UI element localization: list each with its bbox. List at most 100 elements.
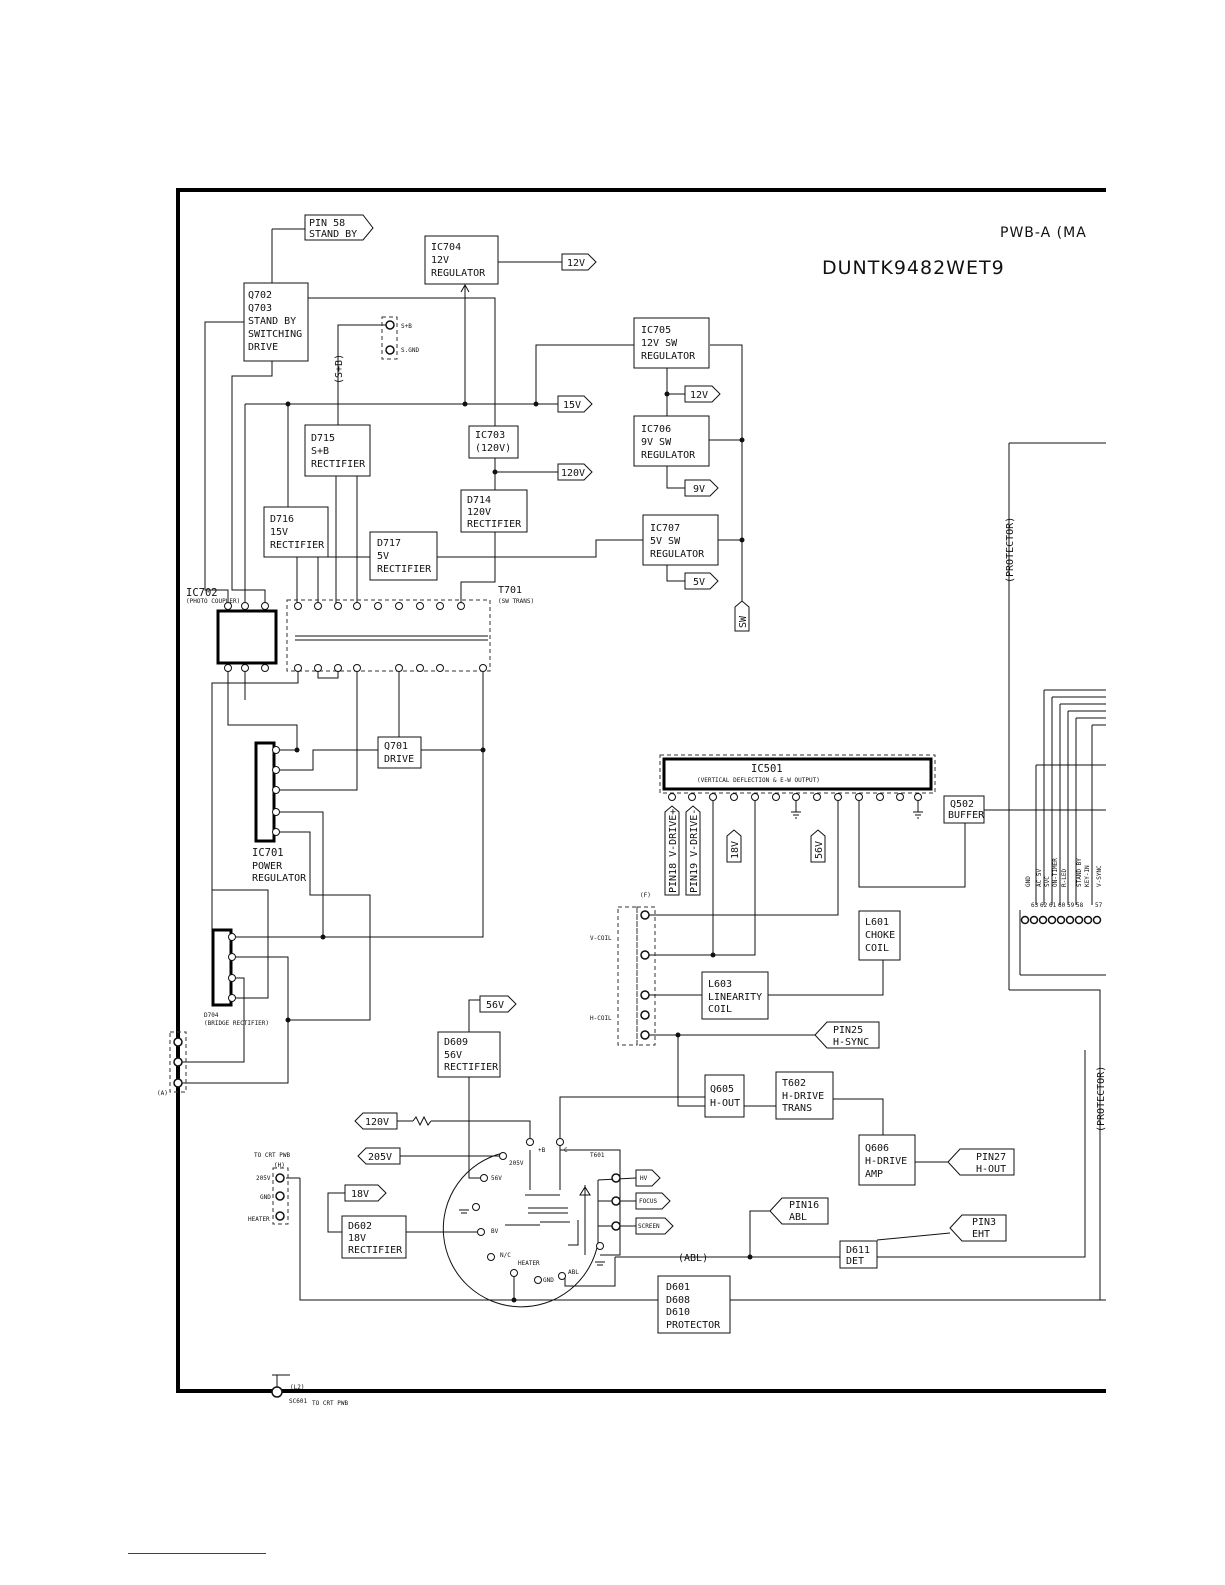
conn-h-outline [272, 1167, 289, 1225]
svg-text:REGULATOR: REGULATOR [252, 873, 307, 884]
svg-text:60: 60 [1058, 902, 1066, 909]
svg-text:12V: 12V [567, 258, 585, 269]
block-q606: Q606 H-DRIVE AMP [858, 1134, 916, 1186]
junction-dots [285, 391, 753, 1303]
svg-text:ABL: ABL [568, 1269, 579, 1276]
block-d717: D717 5V RECTIFIER [369, 531, 438, 581]
svg-text:DET: DET [846, 1256, 864, 1267]
svg-text:REGULATOR: REGULATOR [650, 549, 705, 560]
svg-text:REGULATOR: REGULATOR [641, 351, 696, 362]
block-d716: D716 15V RECTIFIER [263, 506, 329, 558]
block-ic701: IC701 POWER REGULATOR [252, 741, 307, 884]
terminals [173, 320, 1102, 1398]
svg-text:PIN25: PIN25 [833, 1025, 863, 1036]
conn-h-label: (H) [274, 1162, 285, 1169]
svg-text:D610: D610 [666, 1307, 690, 1318]
gnd-pin-label: GND [260, 1194, 271, 1201]
block-t602: T602 H-DRIVE TRANS [775, 1071, 834, 1120]
conn-f-label: (F) [640, 892, 651, 899]
svg-text:12V SW: 12V SW [641, 338, 678, 349]
flag-pin19: PIN19 V-DRIVE- [685, 805, 701, 896]
svg-text:(BRIDGE RECTIFIER): (BRIDGE RECTIFIER) [204, 1020, 269, 1027]
sgnd-label: S.GND [401, 347, 419, 354]
svg-text:5V: 5V [693, 577, 705, 588]
flag-12v-b: 12V [684, 385, 721, 403]
svg-text:D716: D716 [270, 514, 294, 525]
svg-text:D601: D601 [666, 1282, 690, 1293]
svg-text:IC707: IC707 [650, 523, 680, 534]
svg-text:IC704: IC704 [431, 242, 461, 253]
svg-text:ON-TIMER: ON-TIMER [1052, 858, 1059, 887]
abl-label: (ABL) [678, 1253, 708, 1264]
flag-5v: 5V [684, 572, 719, 590]
svg-text:CHOKE: CHOKE [865, 930, 895, 941]
svg-text:59: 59 [1067, 902, 1075, 909]
svg-text:H-OUT: H-OUT [710, 1098, 740, 1109]
svg-text:D714: D714 [467, 495, 491, 506]
flag-15v: 15V [557, 395, 593, 413]
svg-text:120V: 120V [467, 507, 491, 518]
footer-link-underline[interactable] [128, 1553, 266, 1554]
svg-text:15V: 15V [563, 400, 581, 411]
flag-sw: SW [734, 600, 750, 632]
block-q701: Q701 DRIVE [377, 736, 422, 769]
svg-text:IC706: IC706 [641, 424, 671, 435]
svg-text:IC705: IC705 [641, 325, 671, 336]
svg-text:COIL: COIL [708, 1004, 732, 1015]
to-crt-label: TO CRT PWB [254, 1152, 291, 1159]
svg-text:205V: 205V [368, 1152, 392, 1163]
flag-pin16: PIN16 ABL [769, 1197, 829, 1225]
svg-text:(PHOTO COUPLER): (PHOTO COUPLER) [186, 598, 240, 605]
svg-text:AMP: AMP [865, 1169, 883, 1180]
svg-text:56V: 56V [444, 1050, 462, 1061]
svg-text:AC 5V: AC 5V [1036, 869, 1043, 887]
block-ic703: IC703 (120V) [468, 425, 519, 459]
flag-9v: 9V [684, 479, 719, 497]
svg-text:58: 58 [1076, 902, 1084, 909]
block-ic706: IC706 9V SW REGULATOR [633, 415, 710, 467]
svg-text:RECTIFIER: RECTIFIER [311, 459, 366, 470]
svg-text:H-DRIVE: H-DRIVE [782, 1091, 824, 1102]
svg-text:18V: 18V [730, 841, 741, 859]
l2-label: (L2) [290, 1384, 304, 1391]
svg-text:9V: 9V [693, 484, 705, 495]
flag-focus: FOCUS [635, 1192, 671, 1210]
svg-text:POWER: POWER [252, 861, 283, 872]
flag-pin25: PIN25 H-SYNC [814, 1021, 880, 1049]
block-ic501: IC501 (VERTICAL DEFLECTION & E-W OUTPUT) [659, 754, 936, 794]
svg-text:DRIVE: DRIVE [248, 342, 278, 353]
block-d704: D704 (BRIDGE RECTIFIER) [204, 928, 269, 1027]
svg-text:D609: D609 [444, 1037, 468, 1048]
svg-text:RECTIFIER: RECTIFIER [348, 1245, 403, 1256]
svg-text:GND: GND [543, 1277, 554, 1284]
svg-text:BUFFER: BUFFER [948, 810, 985, 821]
svg-text:PIN3: PIN3 [972, 1217, 996, 1228]
svg-text:56V: 56V [486, 1000, 504, 1011]
protector-label: (PROTECTOR) [1005, 517, 1016, 583]
svg-text:IC702: IC702 [186, 587, 218, 599]
svg-text:56V: 56V [491, 1175, 502, 1182]
block-l601: L601 CHOKE COIL [858, 910, 901, 961]
block-ic705: IC705 12V SW REGULATOR [633, 317, 710, 369]
svg-text:57: 57 [1095, 902, 1103, 909]
svg-text:PIN 58: PIN 58 [309, 218, 345, 229]
sb-label: S+B [401, 323, 412, 330]
svg-text:N/C: N/C [500, 1252, 511, 1259]
svg-text:HV: HV [640, 1175, 648, 1182]
svg-text:D611: D611 [846, 1245, 870, 1256]
block-d609: D609 56V RECTIFIER [437, 1031, 501, 1078]
svg-text:205V: 205V [509, 1160, 524, 1167]
svg-text:18V: 18V [348, 1233, 366, 1244]
svg-text:120V: 120V [365, 1117, 389, 1128]
block-q502: Q502 BUFFER [943, 795, 985, 824]
block-d601: D601 D608 D610 PROTECTOR [657, 1275, 731, 1334]
svg-text:RECTIFIER: RECTIFIER [377, 564, 432, 575]
flag-205v: 205V [357, 1147, 401, 1165]
svg-text:IC703: IC703 [475, 430, 505, 441]
block-ic702: IC702 (PHOTO COUPLER) [186, 587, 278, 665]
svg-text:KEY-IN: KEY-IN [1084, 865, 1091, 887]
svg-text:+B: +B [538, 1147, 546, 1154]
svg-text:120V: 120V [561, 468, 585, 479]
svg-text:PIN18 V-DRIVE+: PIN18 V-DRIVE+ [668, 809, 679, 893]
